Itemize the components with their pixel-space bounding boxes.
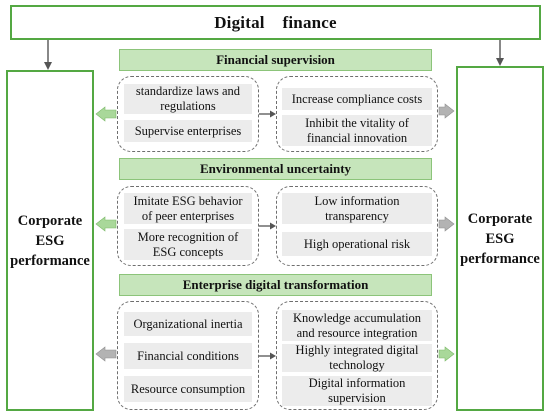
left-esg-label: Corporate ESG performance xyxy=(10,212,90,269)
section2-right-item: High operational risk xyxy=(282,232,432,256)
digital-finance-label: Digital finance xyxy=(214,12,337,32)
section3-left-item: Financial conditions xyxy=(124,343,252,369)
environmental-uncertainty-title: Environmental uncertainty xyxy=(199,161,352,176)
section1-right-item: Increase compliance costs xyxy=(282,88,432,110)
grey-arrow-left-3 xyxy=(95,346,117,362)
section3-left-item: Resource consumption xyxy=(124,376,252,402)
financial-supervision-title: Financial supervision xyxy=(216,52,335,67)
right-esg-label: Corporate ESG performance xyxy=(460,210,540,267)
section3-right-item: Digital information supervision xyxy=(282,376,432,406)
internal-arrow-1 xyxy=(259,110,276,118)
section3-right-item: Highly integrated digital technology xyxy=(282,343,432,372)
section2-right-item: Low information transparency xyxy=(282,193,432,224)
right-esg-panel: Corporate ESG performance xyxy=(456,66,544,411)
item-text: Knowledge accumulation and resource inte… xyxy=(292,310,422,340)
grey-arrow-right-2 xyxy=(438,216,455,232)
item-text: Organizational inertia xyxy=(133,316,243,331)
green-arrow-right-3 xyxy=(438,346,455,362)
section3-right-item: Knowledge accumulation and resource inte… xyxy=(282,310,432,341)
section1-left-item: Supervise enterprises xyxy=(124,120,252,142)
item-text: High operational risk xyxy=(303,236,411,251)
item-text: Digital information supervision xyxy=(308,376,406,405)
grey-arrow-right-1 xyxy=(438,103,455,119)
item-text: Financial conditions xyxy=(137,348,239,363)
enterprise-digital-transformation-header: Enterprise digital transformation xyxy=(119,274,432,296)
internal-arrow-3 xyxy=(259,352,276,360)
item-text: Low information transparency xyxy=(314,193,400,223)
digital-finance-box: Digital finance xyxy=(10,5,541,40)
section1-right-item: Inhibit the vitality of financial innova… xyxy=(282,115,432,146)
item-text: More recognition of ESG concepts xyxy=(137,229,239,259)
green-arrow-left-1 xyxy=(95,106,117,122)
financial-supervision-header: Financial supervision xyxy=(119,49,432,71)
item-text: Highly integrated digital technology xyxy=(295,343,419,372)
item-text: Inhibit the vitality of financial innova… xyxy=(305,115,409,145)
left-esg-panel: Corporate ESG performance xyxy=(6,70,94,411)
item-text: Imitate ESG behavior of peer enterprises xyxy=(133,193,243,223)
section2-left-item: Imitate ESG behavior of peer enterprises xyxy=(124,193,252,224)
section3-left-item: Organizational inertia xyxy=(124,312,252,336)
enterprise-digital-transformation-title: Enterprise digital transformation xyxy=(182,277,369,292)
item-text: Increase compliance costs xyxy=(291,91,423,106)
down-arrow-right xyxy=(496,40,504,66)
item-text: Supervise enterprises xyxy=(134,123,242,138)
environmental-uncertainty-header: Environmental uncertainty xyxy=(119,158,432,180)
section1-left-item: standardize laws and regulations xyxy=(124,84,252,114)
down-arrow-left xyxy=(44,40,52,70)
green-arrow-left-2 xyxy=(95,216,117,232)
item-text: standardize laws and regulations xyxy=(135,84,241,113)
section2-left-item: More recognition of ESG concepts xyxy=(124,229,252,260)
internal-arrow-2 xyxy=(259,222,276,230)
item-text: Resource consumption xyxy=(130,381,246,396)
